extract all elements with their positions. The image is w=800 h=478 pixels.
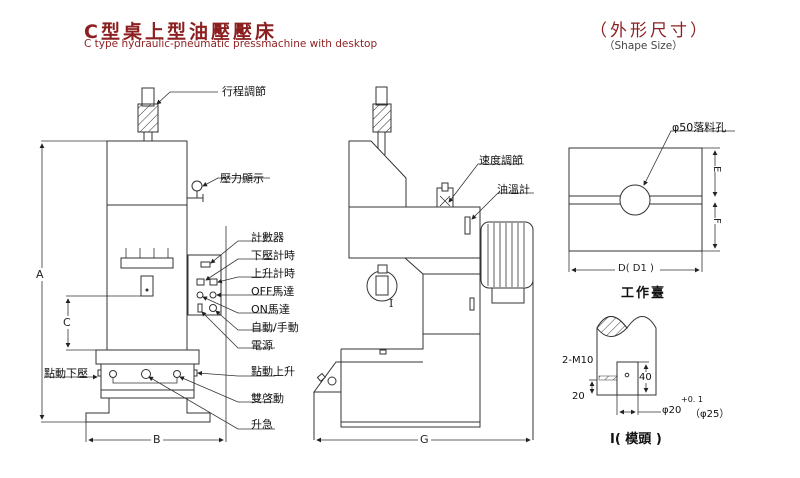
pressure-gauge-icon (191, 180, 203, 192)
dim-tolerance: +0. 1 (681, 395, 703, 404)
label-dual-start: 雙啓動 (251, 392, 284, 405)
worktable-view (568, 130, 735, 273)
label-rise-timer: 上升計時 (251, 267, 295, 280)
label-auto-manual: 自動/手動 (251, 321, 299, 334)
dual-start-button (173, 370, 181, 378)
drop-hole (619, 184, 651, 216)
emergency-button (141, 369, 151, 379)
dim-F: F (711, 218, 722, 224)
label-off-motor: OFF馬達 (251, 285, 295, 298)
stroke-rod (141, 87, 155, 107)
dim-C: C (63, 316, 71, 329)
off-motor-button (196, 291, 204, 299)
upper-body (106, 140, 188, 206)
label-press-down-timer: 下壓計時 (251, 249, 295, 262)
label-thread: 2-M10 (562, 355, 594, 366)
die-block (616, 361, 639, 396)
power-switch (197, 303, 203, 313)
label-stroke-adjust: 行程調節 (222, 85, 266, 98)
side-stroke-rod (375, 86, 388, 106)
bed-top (95, 349, 200, 365)
stroke-adjust-nut (137, 103, 159, 133)
label-counter: 計數器 (251, 231, 284, 244)
worktable-caption: 工作臺 (621, 286, 667, 301)
label-on-motor: ON馬達 (251, 303, 290, 316)
label-drop-hole: φ50落料孔 (672, 121, 727, 134)
dim-D: D( D1 ) (618, 263, 654, 274)
label-jog-up: 點動上升 (251, 365, 295, 378)
oil-temp-gauge-icon (464, 216, 471, 235)
die-head-view (589, 316, 661, 415)
label-emergency-rise: 升急 (251, 418, 273, 431)
side-stroke-nut (372, 103, 392, 133)
dim-diameter: φ20 (662, 405, 682, 416)
label-pressure-display: 壓力顯示 (220, 172, 264, 185)
die-head-caption: I( 模頭 ) (610, 432, 662, 447)
dim-A: A (36, 268, 44, 281)
front-view (39, 87, 275, 443)
timer-up-icon (209, 278, 218, 286)
dim-B: B (151, 433, 163, 446)
detail-I-marker: I (389, 297, 394, 310)
dim-E: E (711, 166, 722, 173)
counter-icon (200, 261, 211, 268)
dim-40: 40 (639, 372, 652, 383)
motor-icon (480, 221, 534, 289)
on-motor-button (209, 291, 217, 299)
auto-manual-switch (209, 304, 217, 312)
shape-size-subheading: （Shape Size） (604, 40, 683, 52)
dim-G: G (418, 433, 431, 446)
title-english: C type hydraulic-pneumatic pressmachine … (84, 38, 378, 50)
punch-head (140, 275, 154, 297)
side-cylinder-body (348, 206, 481, 259)
shape-size-heading: （外形尺寸） (590, 21, 710, 41)
side-upper-head (348, 140, 407, 208)
label-jog-down: 點動下壓 (44, 367, 88, 380)
dim-alt-diameter: （φ25） (690, 409, 730, 420)
jog-button-left (109, 370, 117, 378)
title-chinese: C型桌上型油壓壓床 (84, 21, 277, 43)
label-oil-temp-gauge: 油溫計 (497, 183, 530, 196)
side-view (313, 86, 534, 443)
dim-20: 20 (572, 391, 585, 402)
timer-down-icon (196, 278, 205, 286)
ram-plate (120, 257, 174, 269)
label-speed-adjust: 速度調節 (479, 154, 523, 167)
label-power: 電源 (251, 339, 273, 352)
